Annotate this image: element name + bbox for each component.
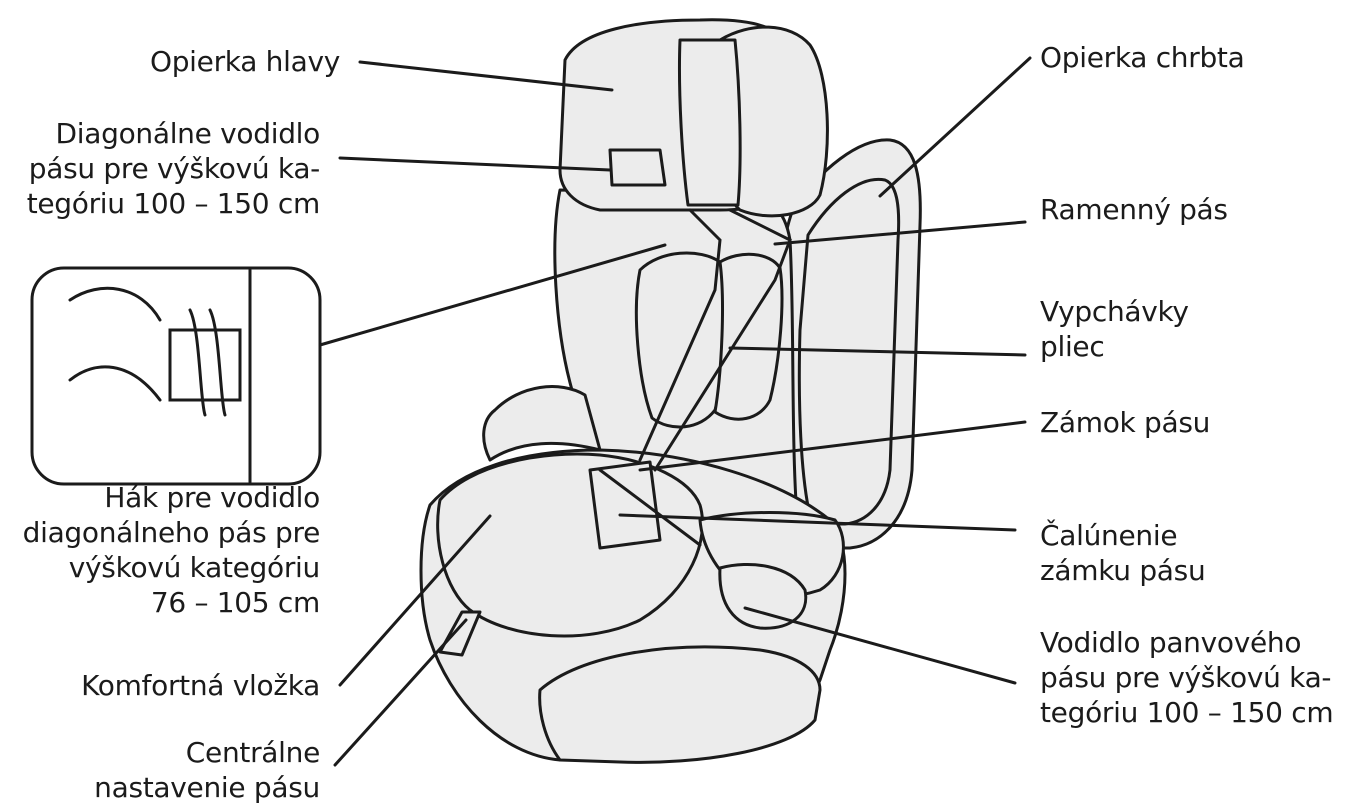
inset-detail-frame [30, 266, 322, 486]
lap-belt [598, 468, 702, 547]
seat-base-front [538, 645, 822, 764]
buckle-cover [588, 460, 662, 550]
label-ramenny-pas: Ramenný pás [1040, 193, 1228, 226]
lap-belt-guide-part [718, 562, 808, 630]
label-komfortna-vlozka: Komfortná vložka [81, 669, 320, 702]
left-side-cushion [482, 385, 602, 462]
shoulder-strap-right [653, 208, 792, 472]
label-vodidlo-panvoveho: Vodidlo panvového pásu pre výškovú ka- t… [1040, 626, 1334, 729]
shoulder-pad-right [713, 252, 784, 421]
leader-vypchavky [728, 346, 1027, 357]
headrest-belt-guide [608, 148, 667, 187]
label-vypchavky-pliec: Vypchávky pliec [1040, 295, 1189, 363]
leader-opierka-hlavy [358, 60, 614, 92]
leader-calunenie [618, 513, 1017, 532]
leader-komfortna [338, 514, 492, 687]
leader-zamok [638, 420, 1027, 472]
label-calunenie-zamku: Čalúnenie zámku pásu [1040, 519, 1206, 587]
leader-ramenny [773, 220, 1027, 246]
shoulder-strap-left [638, 208, 722, 462]
leader-hak [318, 243, 667, 347]
backrest-side-inner [797, 177, 901, 526]
leader-diag-vodidlo [338, 156, 612, 172]
label-centralne-nastavenie: Centrálne nastavenie pásu [94, 736, 320, 804]
label-opierka-hlavy: Opierka hlavy [149, 45, 340, 78]
shoulder-pad [634, 251, 729, 429]
leader-vodidlo-panvoveho [743, 606, 1017, 685]
inset-detail-lines [68, 268, 252, 484]
leader-opierka-chrbta [878, 56, 1032, 198]
leader-centralne [333, 618, 468, 767]
headrest-center [677, 38, 742, 207]
label-opierka-chrbta: Opierka chrbta [1040, 41, 1245, 74]
label-hak-pre-vodidlo: Hák pre vodidlo diagonálneho pás pre výš… [22, 481, 321, 619]
label-diagonalne-vodidlo: Diagonálne vodidlo pásu pre výškovú ka- … [26, 117, 321, 220]
label-zamok-pasu: Zámok pásu [1040, 406, 1211, 439]
